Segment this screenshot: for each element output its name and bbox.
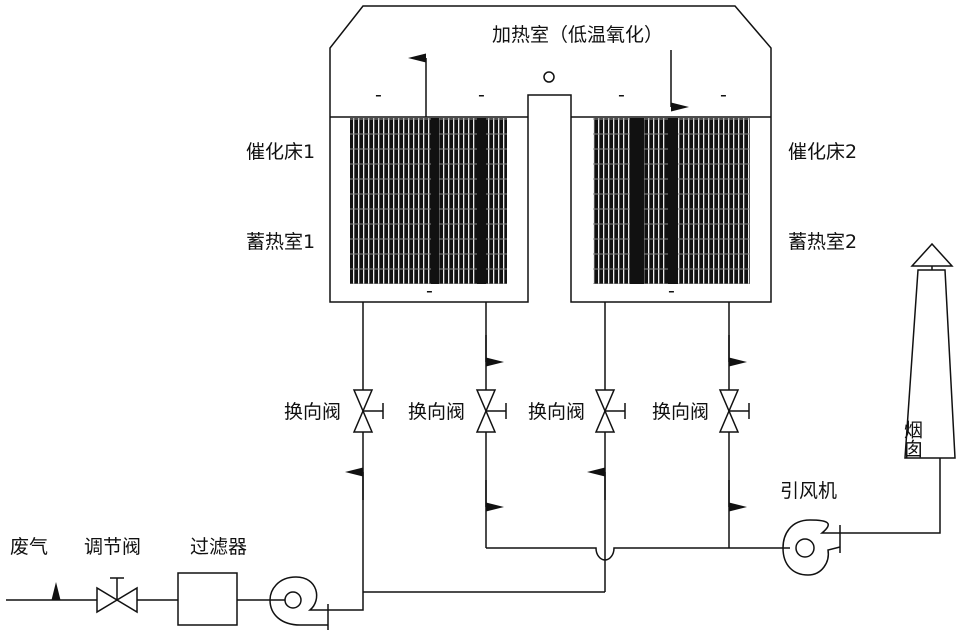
chimney	[904, 242, 956, 459]
filter-label: 过滤器	[190, 536, 247, 558]
catalytic-bed-2	[593, 118, 750, 284]
induced-draft-fan-icon	[782, 519, 841, 576]
svg-text:-: -	[720, 84, 727, 106]
reversing-valve-label: 换向阀	[284, 401, 341, 423]
exhaust-gas-label: 废气	[10, 536, 48, 558]
reversing-valve-3[interactable]	[594, 389, 626, 433]
catalytic-bed-1	[350, 118, 507, 284]
reversing-valve-label: 换向阀	[408, 401, 465, 423]
reversing-valve-1[interactable]	[352, 389, 384, 433]
svg-text:-: -	[375, 84, 382, 106]
filter-box	[177, 572, 238, 626]
induced-fan-label: 引风机	[780, 480, 837, 502]
regenerator-1-label: 蓄热室1	[246, 231, 315, 253]
regulating-valve[interactable]	[96, 577, 138, 614]
temperature-sensor-icon	[543, 71, 555, 83]
svg-text:-: -	[618, 84, 625, 106]
piping	[328, 302, 941, 611]
svg-text:-: -	[478, 84, 485, 106]
catalytic-bed-2-label: 催化床2	[788, 141, 857, 163]
chimney-label: 烟囱	[901, 420, 923, 458]
reversing-valve-4[interactable]	[718, 389, 750, 433]
heating-chamber-housing: - - - - - -	[329, 5, 772, 303]
regulating-valve-label: 调节阀	[84, 536, 141, 558]
svg-text:-: -	[426, 280, 433, 302]
reversing-valve-label: 换向阀	[528, 401, 585, 423]
heating-chamber-title: 加热室（低温氧化）	[492, 24, 663, 46]
blower-fan-icon	[269, 576, 329, 630]
reversing-valve-2[interactable]	[475, 389, 507, 433]
regenerator-2-label: 蓄热室2	[788, 231, 857, 253]
svg-text:-: -	[668, 280, 675, 302]
reversing-valve-label: 换向阀	[652, 401, 709, 423]
catalytic-bed-1-label: 催化床1	[246, 141, 315, 163]
